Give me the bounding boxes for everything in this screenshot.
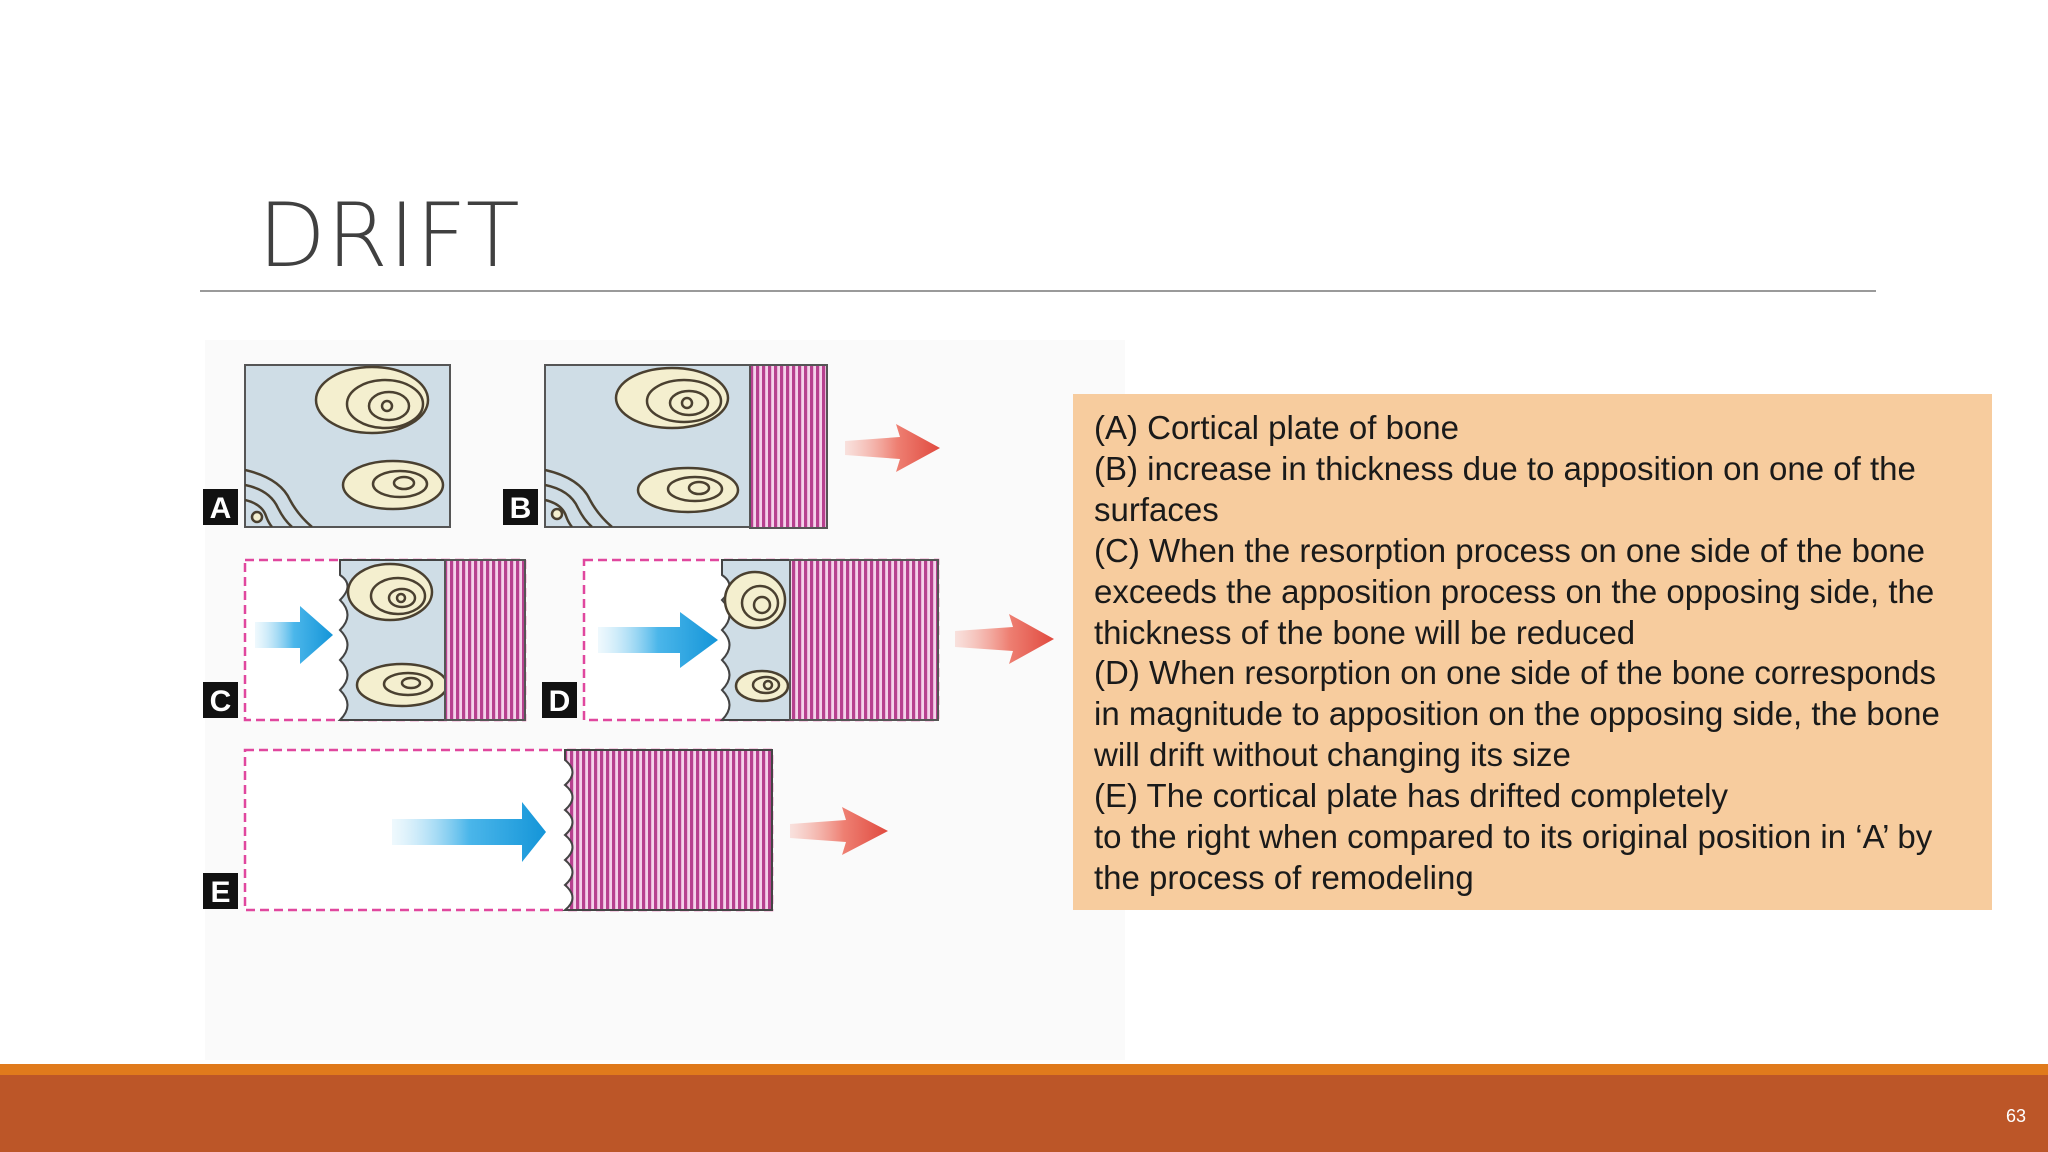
resorption-arrow-e: [392, 802, 546, 862]
caption-box: (A) Cortical plate of bone (B) increase …: [1073, 394, 1992, 910]
svg-text:A: A: [210, 492, 232, 525]
caption-line: (B) increase in thickness due to apposit…: [1094, 449, 1916, 487]
caption-line: surfaces: [1094, 490, 1219, 528]
drift-arrow-b: [845, 424, 940, 472]
caption-line: in magnitude to apposition on the opposi…: [1094, 695, 1940, 733]
caption-line: (E) The cortical plate has drifted compl…: [1094, 777, 1729, 815]
svg-text:B: B: [510, 492, 532, 525]
panel-label-c: C: [203, 682, 238, 718]
page-number: 63: [2005, 1106, 2026, 1126]
caption-line: (C) When the resorption process on one s…: [1094, 531, 1925, 569]
panel-label-d: D: [542, 682, 577, 718]
panel-label-a: A: [203, 489, 238, 525]
svg-text:C: C: [210, 685, 232, 718]
svg-text:D: D: [549, 685, 571, 718]
resorption-arrow-c: [255, 606, 333, 664]
caption-line: thickness of the bone will be reduced: [1094, 613, 1636, 651]
panel-c: [243, 558, 527, 722]
caption-line: the process of remodeling: [1094, 858, 1474, 896]
caption-line: exceeds the apposition process on the op…: [1094, 572, 1935, 610]
footer-accent-bar: [0, 1064, 2048, 1075]
drift-arrow-e: [790, 807, 888, 855]
caption-line: (D) When resorption on one side of the b…: [1094, 654, 1936, 692]
slide-title: DRIFT: [258, 184, 521, 287]
svg-text:E: E: [210, 876, 230, 909]
panel-label-b: B: [503, 489, 538, 525]
resorption-arrow-d: [598, 612, 718, 668]
caption-line: to the right when compared to its origin…: [1094, 818, 1933, 856]
caption-line: will drift without changing its size: [1094, 736, 1571, 774]
panel-e: [243, 748, 774, 912]
panel-d: [582, 558, 940, 722]
title-divider: [200, 290, 1876, 292]
panel-label-e: E: [203, 873, 238, 909]
panel-a: [244, 364, 451, 528]
drift-arrow-d: [955, 614, 1054, 664]
footer-band: [0, 1075, 2048, 1152]
caption-line: (A) Cortical plate of bone: [1094, 409, 1460, 446]
panel-b: [544, 364, 828, 529]
